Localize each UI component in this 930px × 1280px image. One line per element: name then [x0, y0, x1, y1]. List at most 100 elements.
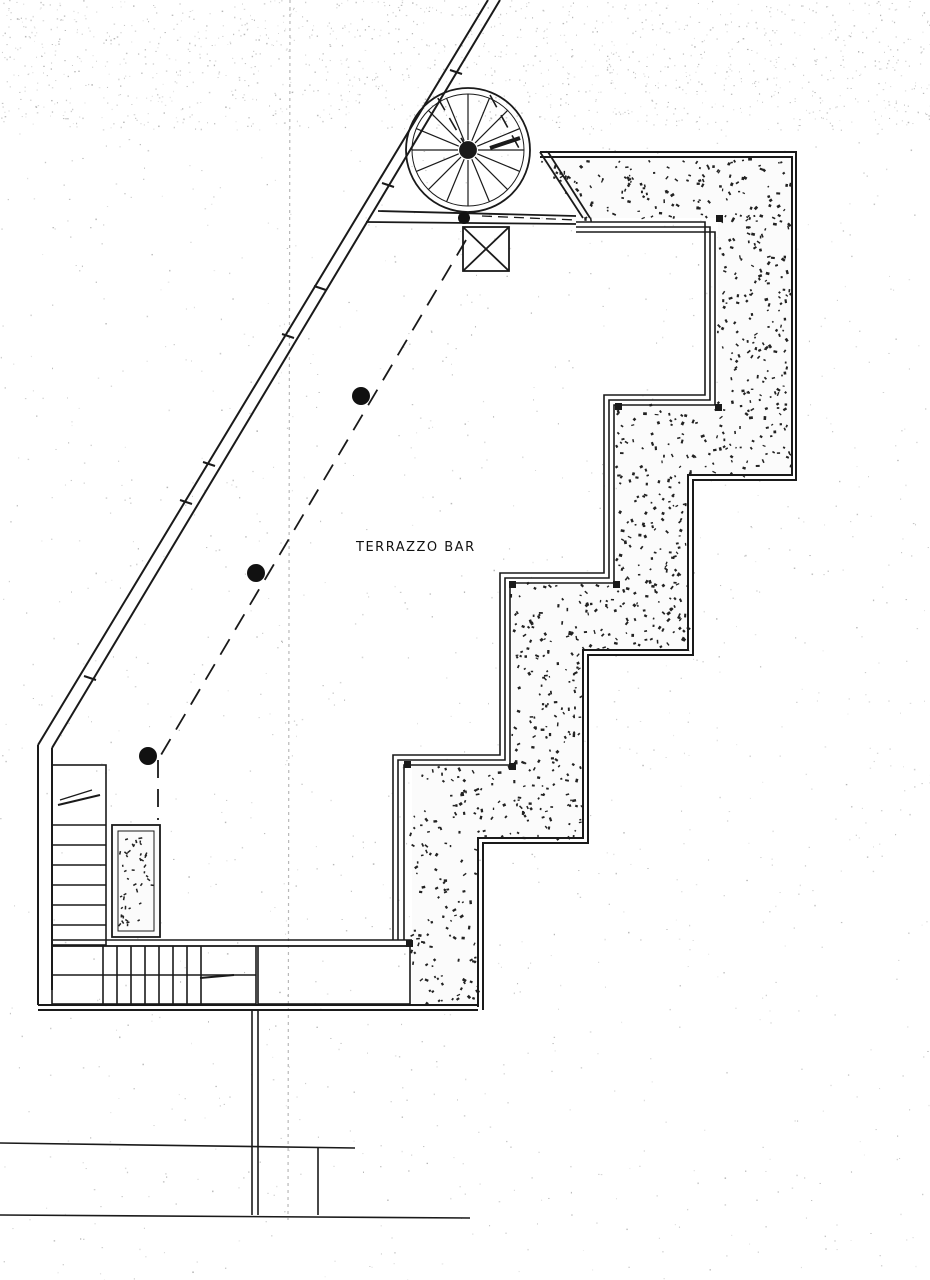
gravel-dot — [765, 452, 768, 456]
noise-speck — [167, 281, 170, 283]
noise-speck — [16, 1, 18, 3]
noise-speck — [344, 26, 346, 28]
noise-speck — [139, 1248, 141, 1251]
noise-speck — [771, 858, 773, 860]
noise-speck — [76, 31, 78, 34]
noise-speck — [241, 24, 243, 26]
noise-speck — [892, 67, 894, 68]
gravel-dot — [524, 655, 528, 658]
noise-speck — [582, 1250, 584, 1252]
gravel-dot — [120, 906, 124, 910]
gravel-dot — [529, 716, 534, 718]
noise-speck — [509, 79, 511, 81]
noise-speck — [243, 33, 246, 36]
column-box — [462, 226, 510, 272]
noise-speck — [909, 702, 912, 704]
gravel-dot — [739, 404, 743, 408]
noise-speck — [145, 63, 147, 65]
gravel-dot — [665, 529, 669, 534]
gravel-dot — [700, 213, 704, 216]
noise-speck — [920, 52, 922, 54]
noise-speck — [847, 77, 849, 80]
noise-speck — [301, 718, 304, 721]
gravel-dot — [143, 871, 146, 874]
noise-speck — [59, 4, 62, 7]
noise-speck — [394, 261, 397, 263]
noise-speck — [188, 876, 190, 878]
noise-speck — [835, 39, 837, 41]
gravel-dot — [698, 166, 702, 170]
noise-speck — [615, 656, 617, 658]
noise-speck — [176, 121, 179, 123]
noise-speck — [859, 75, 861, 76]
gravel-dot — [541, 785, 544, 788]
noise-speck — [222, 35, 224, 37]
noise-speck — [71, 421, 73, 423]
noise-speck — [82, 117, 84, 120]
noise-speck — [518, 1270, 520, 1273]
noise-speck — [570, 1165, 572, 1168]
noise-speck — [581, 66, 583, 68]
noise-speck — [387, 14, 389, 16]
noise-speck — [148, 726, 151, 728]
noise-speck — [4, 116, 7, 118]
gravel-dot — [517, 799, 520, 802]
beam-line — [157, 239, 467, 761]
noise-speck — [224, 1267, 227, 1269]
gravel-dot — [657, 625, 662, 630]
gravel-dot — [771, 216, 776, 220]
noise-speck — [621, 1021, 623, 1024]
gravel-dot — [541, 703, 545, 706]
gravel-dot — [577, 667, 581, 671]
gravel-dot — [736, 294, 740, 298]
gravel-dot — [764, 345, 769, 350]
noise-speck — [324, 1276, 326, 1278]
noise-speck — [340, 1042, 342, 1044]
gravel-dot — [556, 662, 560, 666]
gravel-dot — [615, 637, 618, 641]
gravel-dot — [668, 500, 671, 503]
noise-speck — [158, 125, 160, 128]
noise-speck — [241, 257, 243, 259]
noise-speck — [109, 1140, 112, 1143]
noise-speck — [868, 13, 871, 15]
noise-speck — [127, 676, 129, 678]
noise-speck — [380, 1166, 382, 1168]
gravel-dot — [646, 197, 650, 201]
noise-speck — [444, 0, 446, 2]
noise-speck — [185, 308, 187, 310]
noise-speck — [23, 3, 25, 6]
noise-speck — [878, 61, 881, 63]
noise-speck — [455, 348, 457, 350]
noise-speck — [88, 83, 90, 86]
noise-speck — [500, 13, 502, 16]
noise-speck — [153, 1125, 155, 1127]
gravel-dot — [532, 614, 535, 617]
noise-speck — [196, 102, 199, 104]
noise-speck — [5, 760, 7, 763]
noise-speck — [103, 224, 105, 226]
noise-speck — [158, 1016, 161, 1019]
gravel-dot — [559, 179, 562, 183]
gravel-dot — [712, 448, 717, 452]
noise-speck — [848, 2, 851, 5]
noise-speck — [895, 338, 897, 340]
noise-speck — [190, 241, 192, 243]
noise-speck — [282, 83, 284, 86]
noise-speck — [414, 114, 416, 116]
noise-speck — [385, 90, 387, 92]
noise-speck — [250, 125, 252, 127]
noise-speck — [644, 75, 646, 78]
noise-speck — [813, 48, 816, 50]
noise-speck — [375, 77, 377, 79]
spiral-tread — [477, 128, 520, 147]
gravel-dot — [584, 590, 589, 595]
noise-speck — [740, 78, 742, 80]
gravel-dot — [642, 187, 646, 190]
gravel-dot — [139, 853, 142, 856]
noise-speck — [822, 117, 824, 120]
noise-speck — [249, 770, 252, 772]
noise-speck — [177, 74, 179, 76]
noise-speck — [623, 911, 625, 913]
